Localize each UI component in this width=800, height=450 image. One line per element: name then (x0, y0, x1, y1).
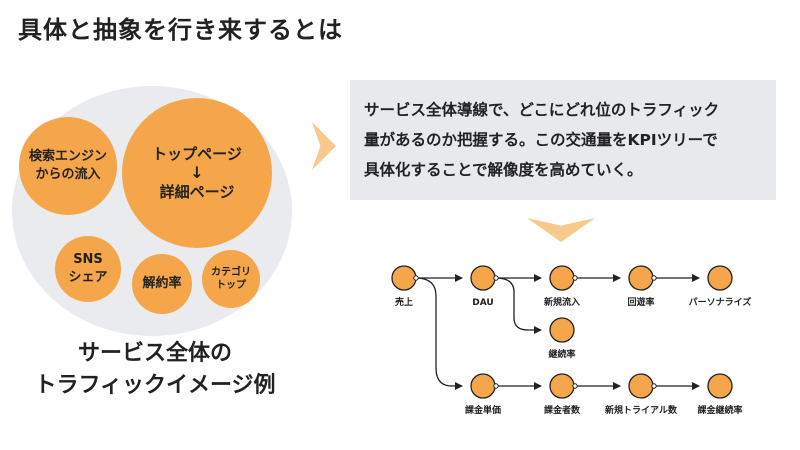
node-label-personalize: パーソナライズ (689, 296, 752, 308)
edge-root-arpu (415, 277, 463, 390)
caption-line: トラフィックイメージ例 (34, 372, 276, 398)
node-churn (628, 265, 654, 291)
bubble-cancellation-rate: 解約率 (132, 254, 192, 314)
tree-edges (415, 274, 700, 390)
node-label-root: 売上 (395, 296, 413, 308)
bubble-label-line: 解約率 (142, 276, 182, 292)
bubble-label-line: 検索エンジン (28, 149, 107, 165)
info-line: 量があるのか把握する。この交通量をKPIツリーで (364, 131, 718, 149)
edge-dau-retention (495, 277, 542, 334)
bubble-label-line: 詳細ページ (159, 182, 235, 201)
node-retention (549, 317, 575, 343)
bubble-category-top: カテゴリ トップ (202, 250, 260, 308)
node-label-pay-retention: 課金継続率 (697, 404, 742, 416)
node-root (391, 265, 417, 291)
node-new-inflow (549, 265, 575, 291)
info-line: サービス全体導線で、どこにどれ位のトラフィック (364, 101, 720, 119)
down-arrow-icon: ↓ (190, 163, 204, 183)
node-trials (628, 373, 654, 399)
node-personalize (707, 265, 733, 291)
bubble-label-line: からの流入 (35, 167, 101, 182)
bubble-label-line: SNS (73, 252, 103, 268)
node-arpu (470, 373, 496, 399)
bubble-sns-share: SNS シェア (55, 236, 121, 302)
port-dot (413, 275, 419, 281)
bubble-top-to-detail-page: トップページ ↓ 詳細ページ (122, 98, 272, 248)
node-label-dau: DAU (472, 298, 493, 308)
bubble-label-line: トップ (216, 280, 246, 291)
node-label-churn: 回遊率 (627, 296, 654, 308)
node-label-retention: 継続率 (548, 348, 575, 360)
bubble-label-line: カテゴリ (211, 266, 251, 278)
tree-node-ports (413, 275, 657, 389)
node-label-arpu: 課金単価 (465, 404, 501, 416)
bubble-label-line: シェア (68, 270, 108, 285)
bubble-label-line: トップページ (152, 144, 242, 163)
info-box: サービス全体導線で、どこにどれ位のトラフィック 量があるのか把握する。この交通量… (350, 80, 776, 200)
node-payers (549, 373, 575, 399)
port-dot (493, 275, 499, 281)
info-line: 具体化することで解像度を高めていく。 (364, 161, 643, 179)
node-pay-retention (707, 373, 733, 399)
traffic-caption: サービス全体の トラフィックイメージ例 (0, 338, 310, 402)
tree-nodes (391, 265, 733, 399)
node-label-new-inflow: 新規流入 (544, 296, 580, 308)
port-dot (572, 275, 578, 281)
caption-line: サービス全体の (77, 341, 232, 366)
port-dot (651, 383, 657, 389)
port-dot (572, 383, 578, 389)
page-title: 具体と抽象を行き来するとは (18, 16, 343, 44)
node-label-payers: 課金者数 (544, 404, 581, 416)
node-dau (470, 265, 496, 291)
port-dot (651, 275, 657, 281)
node-label-trials: 新規トライアル数 (605, 404, 678, 416)
bubble-search-engine-inflow: 検索エンジン からの流入 (19, 117, 117, 215)
port-dot (493, 383, 499, 389)
